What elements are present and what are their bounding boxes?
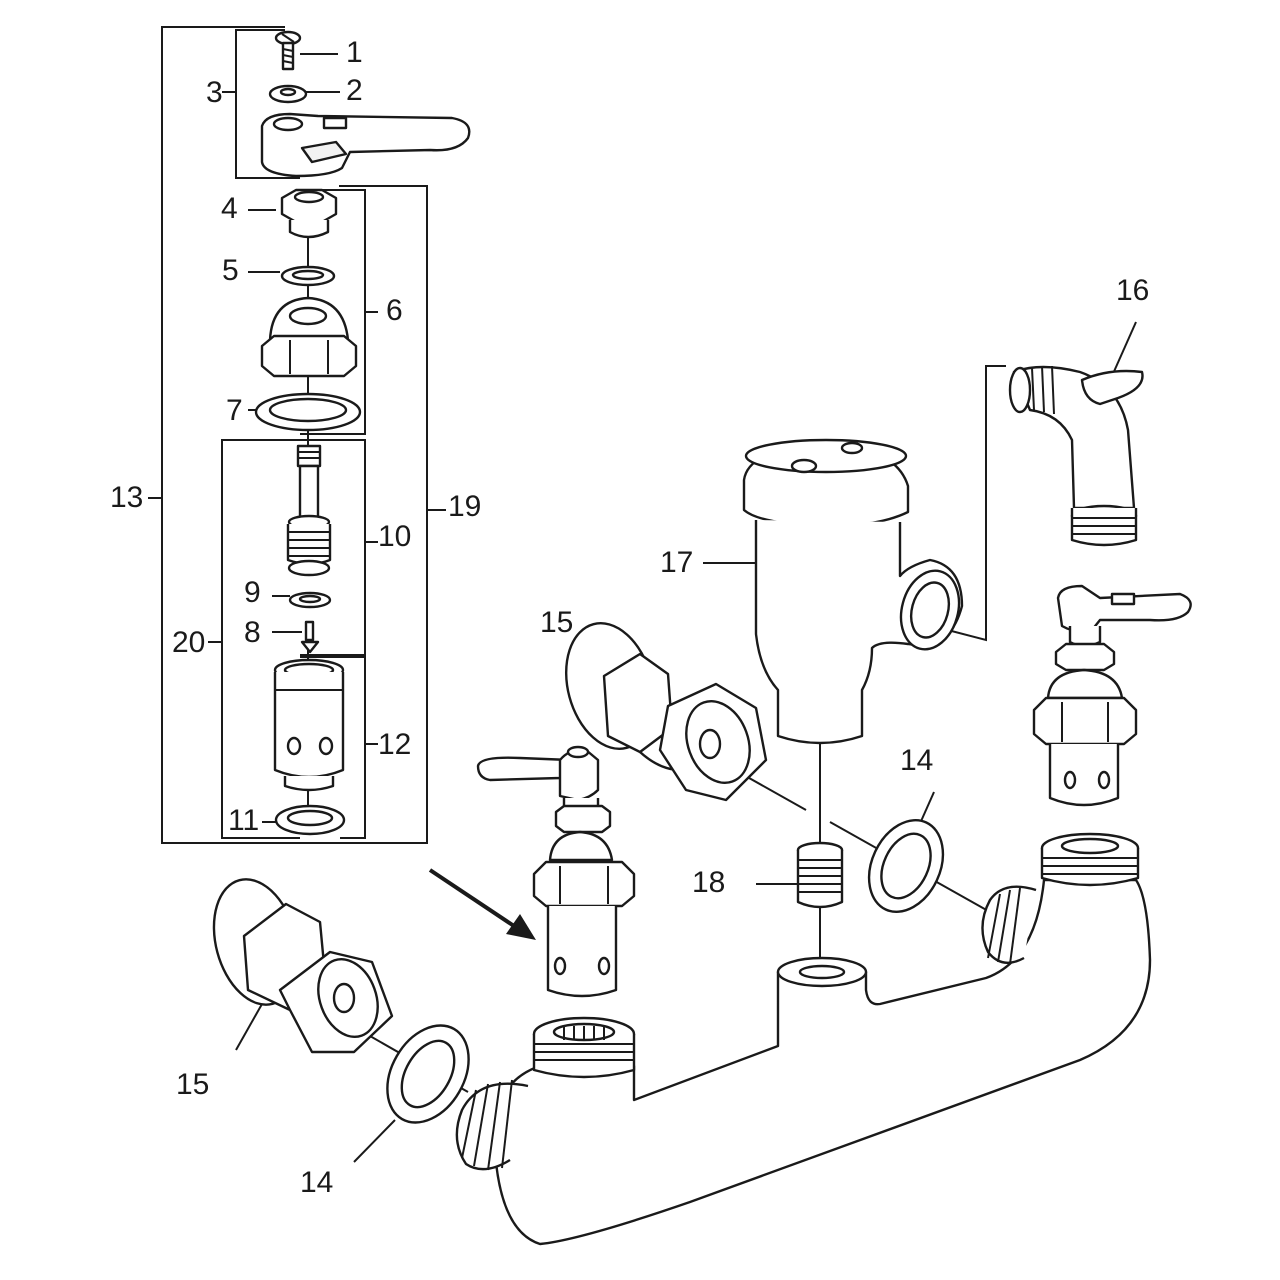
washer-part-11 [274,804,346,836]
label-6: 6 [386,294,403,327]
bracket-10 [300,439,366,656]
washer-part-7 [254,392,362,432]
coupling-part-15-upper [564,622,768,802]
label-20: 20 [172,626,205,659]
label-15-upper: 15 [540,606,573,639]
label-15-lower: 15 [176,1068,209,1101]
bracket-3 [235,29,300,179]
screw-part-8 [300,620,320,654]
manifold-body [455,832,1152,1246]
label-3: 3 [206,76,223,109]
label-7: 7 [226,394,243,427]
label-12: 12 [378,728,411,761]
label-14-right: 14 [900,744,933,777]
gasket-part-14-right [867,818,945,914]
label-18: 18 [692,866,725,899]
washer-part-5 [280,265,336,287]
label-1: 1 [346,36,363,69]
label-19: 19 [448,490,481,523]
nipple-part-18 [796,841,844,909]
valve-assembly-left [476,745,636,998]
bonnet-part-6 [260,296,358,378]
nut-part-4 [280,188,338,239]
screw-part-1 [274,30,302,71]
valve-assembly-right [1032,584,1192,807]
label-14-left: 14 [300,1166,333,1199]
label-10: 10 [378,520,411,553]
label-4: 4 [221,192,238,225]
valve-body-part-17 [742,438,964,745]
gasket-part-14-left [386,1024,470,1124]
label-16: 16 [1116,274,1149,307]
washer-part-2 [268,84,308,104]
label-2: 2 [346,74,363,107]
label-17: 17 [660,546,693,579]
bracket-20 [221,439,300,839]
stem-part-10 [286,444,332,577]
coupling-part-15-lower [212,878,394,1054]
label-11: 11 [228,804,259,837]
bracket-13 [161,26,428,844]
label-8: 8 [244,616,261,649]
elbow-fitting-part-16 [1008,365,1144,547]
label-5: 5 [222,254,239,287]
label-13: 13 [110,481,143,514]
label-9: 9 [244,576,261,609]
washer-part-9 [288,591,332,609]
assembly-arrow [428,868,536,940]
bracket-frames [161,26,428,844]
callout-labels: 1 2 3 4 5 6 7 10 9 8 12 11 13 19 20 16 1… [110,36,1149,1199]
handle-lever-part-3 [260,112,471,178]
cartridge-part-12 [273,658,345,792]
bracket-12 [300,656,366,839]
